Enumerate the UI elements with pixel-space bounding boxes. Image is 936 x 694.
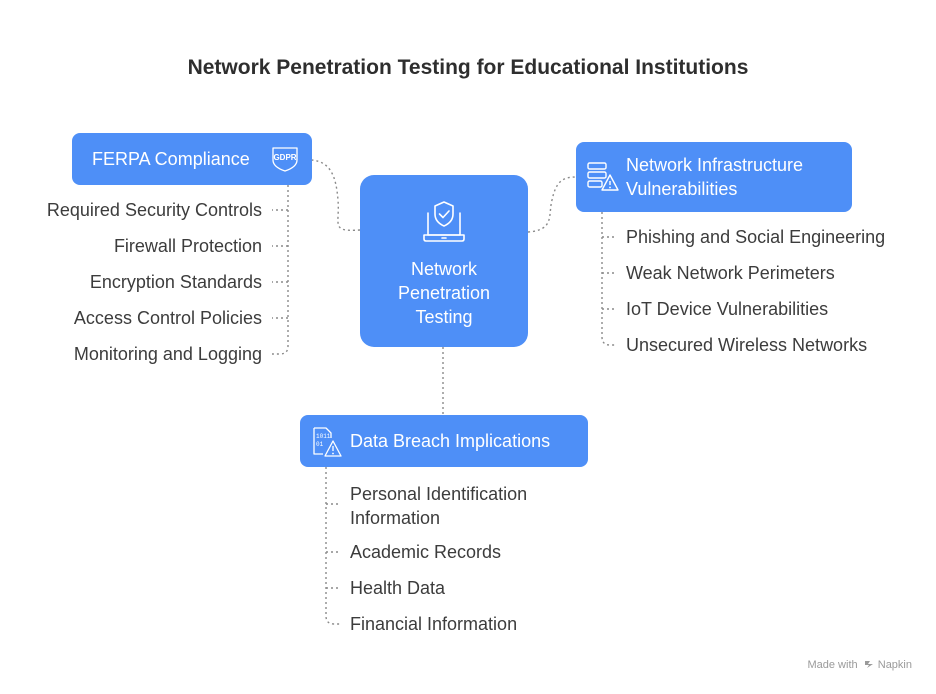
ferpa-compliance-node: FERPA Compliance GDPR — [72, 133, 312, 185]
gdpr-shield-icon: GDPR — [272, 147, 298, 172]
ferpa-item: Firewall Protection — [113, 236, 262, 256]
breach-item: Personal Identification Information — [350, 484, 528, 528]
center-node: Network Penetration Testing — [360, 175, 528, 347]
svg-text:1011: 1011 — [316, 433, 331, 440]
data-breach-node: 1011 01 Data Breach Implications — [300, 415, 588, 467]
infra-item: Phishing and Social Engineering — [626, 227, 886, 247]
network-infrastructure-node: Network Infrastructure Vulnerabilities — [576, 142, 852, 212]
breach-item: Health Data — [350, 578, 446, 598]
infra-item: Unsecured Wireless Networks — [626, 335, 868, 355]
ferpa-item: Required Security Controls — [46, 200, 262, 220]
made-with-label: Made with — [807, 659, 858, 671]
svg-text:01: 01 — [316, 441, 324, 448]
breach-item: Financial Information — [350, 614, 518, 634]
ferpa-item: Encryption Standards — [89, 272, 262, 292]
server-warning-icon — [587, 162, 619, 191]
diagram-title: Network Penetration Testing for Educatio… — [187, 56, 749, 79]
center-label: Network Penetration Testing — [397, 259, 491, 327]
ferpa-compliance-label: FERPA Compliance — [92, 148, 250, 169]
data-breach-label: Data Breach Implications — [350, 430, 551, 451]
ferpa-item: Access Control Policies — [73, 308, 262, 328]
napkin-logo-icon — [864, 661, 873, 668]
infra-item: IoT Device Vulnerabilities — [626, 299, 829, 319]
infra-item: Weak Network Perimeters — [626, 263, 835, 283]
binary-file-warning-icon: 1011 01 — [313, 427, 342, 457]
laptop-shield-icon — [423, 201, 465, 242]
napkin-brand: Napkin — [877, 659, 912, 671]
ferpa-item: Monitoring and Logging — [73, 344, 262, 364]
breach-item: Academic Records — [350, 542, 502, 562]
svg-text:GDPR: GDPR — [273, 153, 296, 162]
network-infrastructure-label: Network Infrastructure Vulnerabilities — [626, 155, 804, 199]
made-with-badge: Made with Napkin — [807, 659, 912, 671]
